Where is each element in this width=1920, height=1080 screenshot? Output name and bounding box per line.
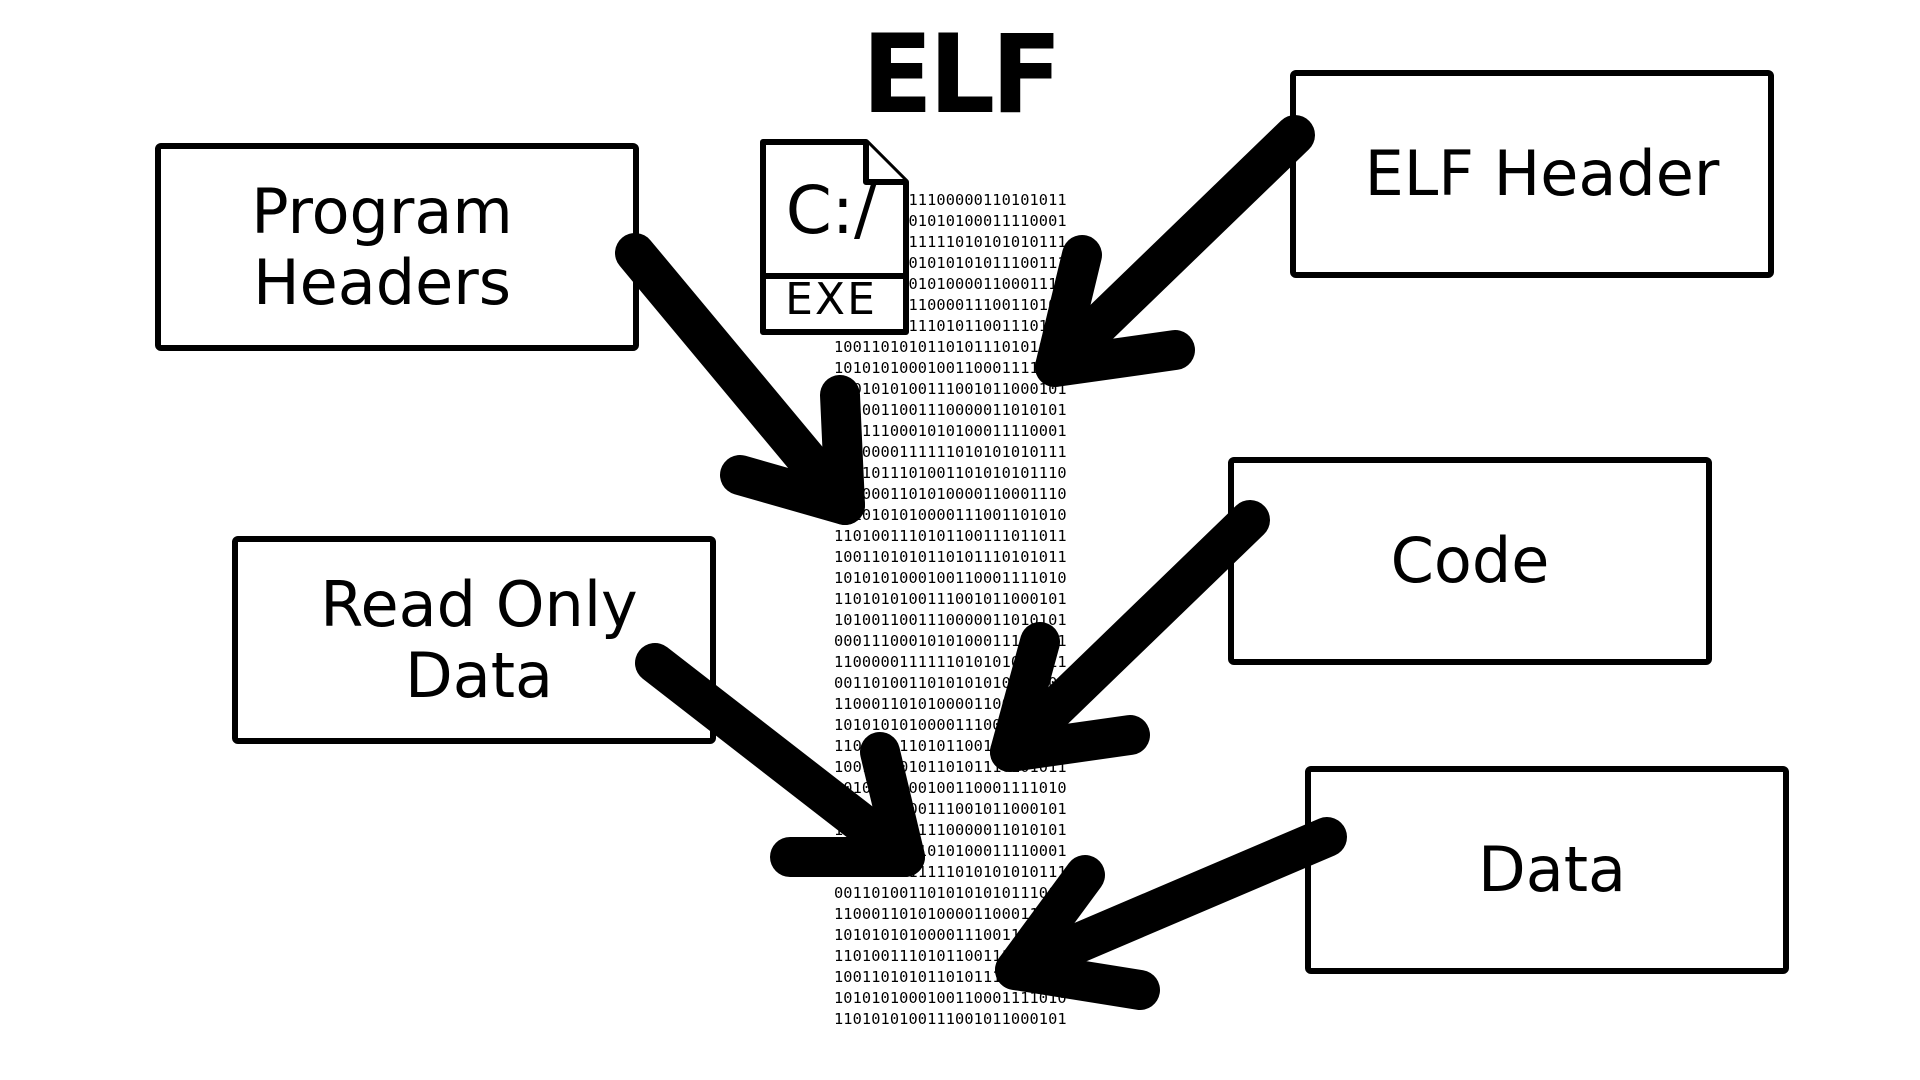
binary-line: 1001101010110101110101011 (834, 338, 1067, 356)
binary-line: 1101010100111001011000101 (834, 590, 1067, 608)
diagram-title: ELF (861, 9, 1062, 139)
binary-line: 1100000111111010101010111 (834, 653, 1067, 671)
binary-line: 1101001110101100111011011 (834, 527, 1067, 545)
arrow-program-headers (615, 233, 865, 525)
binary-line: 1010101010000111001101010 (834, 506, 1067, 524)
exe-file-icon: C:/ EXE (758, 138, 916, 338)
code-box: Code (1228, 457, 1712, 665)
program-headers-label: Program Headers (251, 174, 513, 319)
binary-line: 1100011010100001100011100 (834, 905, 1067, 923)
binary-line: 1100001101010000110001110 (834, 485, 1067, 503)
exe-path-text: C:/ (785, 172, 877, 249)
binary-line: 1010101000100110001111010 (834, 989, 1067, 1007)
binary-line: 1010101010000111001101010 (834, 926, 1067, 944)
arrow-code (990, 500, 1270, 772)
binary-line: 1100000111111010101010111 (834, 443, 1067, 461)
binary-line: 0001110001010100011110001 (834, 422, 1067, 440)
binary-line: 1010101000100110001111010 (834, 359, 1067, 377)
program-headers-box: Program Headers (155, 143, 639, 351)
arrow-data (995, 817, 1347, 1010)
read-only-data-label: Read Only Data (320, 567, 638, 712)
data-box: Data (1305, 766, 1789, 974)
data-label: Data (1477, 833, 1627, 907)
elf-header-label: ELF Header (1364, 137, 1720, 211)
binary-line: 1010011001110000011010101 (834, 401, 1067, 419)
binary-line: 1010011001110000011010101 (834, 611, 1067, 629)
arrow-read-only-data (635, 643, 925, 877)
elf-header-box: ELF Header (1290, 70, 1774, 278)
binary-line: 1101010100111001011000101 (834, 380, 1067, 398)
binary-line: 1010101000100110001111010 (834, 569, 1067, 587)
exe-label: EXE (785, 274, 877, 325)
binary-line: 0011011101001101010101110 (834, 464, 1067, 482)
binary-line: 0011010011010101010111001 (834, 884, 1067, 902)
binary-line: 0001110001010100011110001 (834, 632, 1067, 650)
binary-line: 1001101010110101110101011 (834, 548, 1067, 566)
code-label: Code (1390, 524, 1550, 598)
arrow-elf-header (1035, 115, 1315, 387)
binary-line: 1101010100111001011000101 (834, 1010, 1067, 1028)
read-only-data-box: Read Only Data (232, 536, 716, 744)
